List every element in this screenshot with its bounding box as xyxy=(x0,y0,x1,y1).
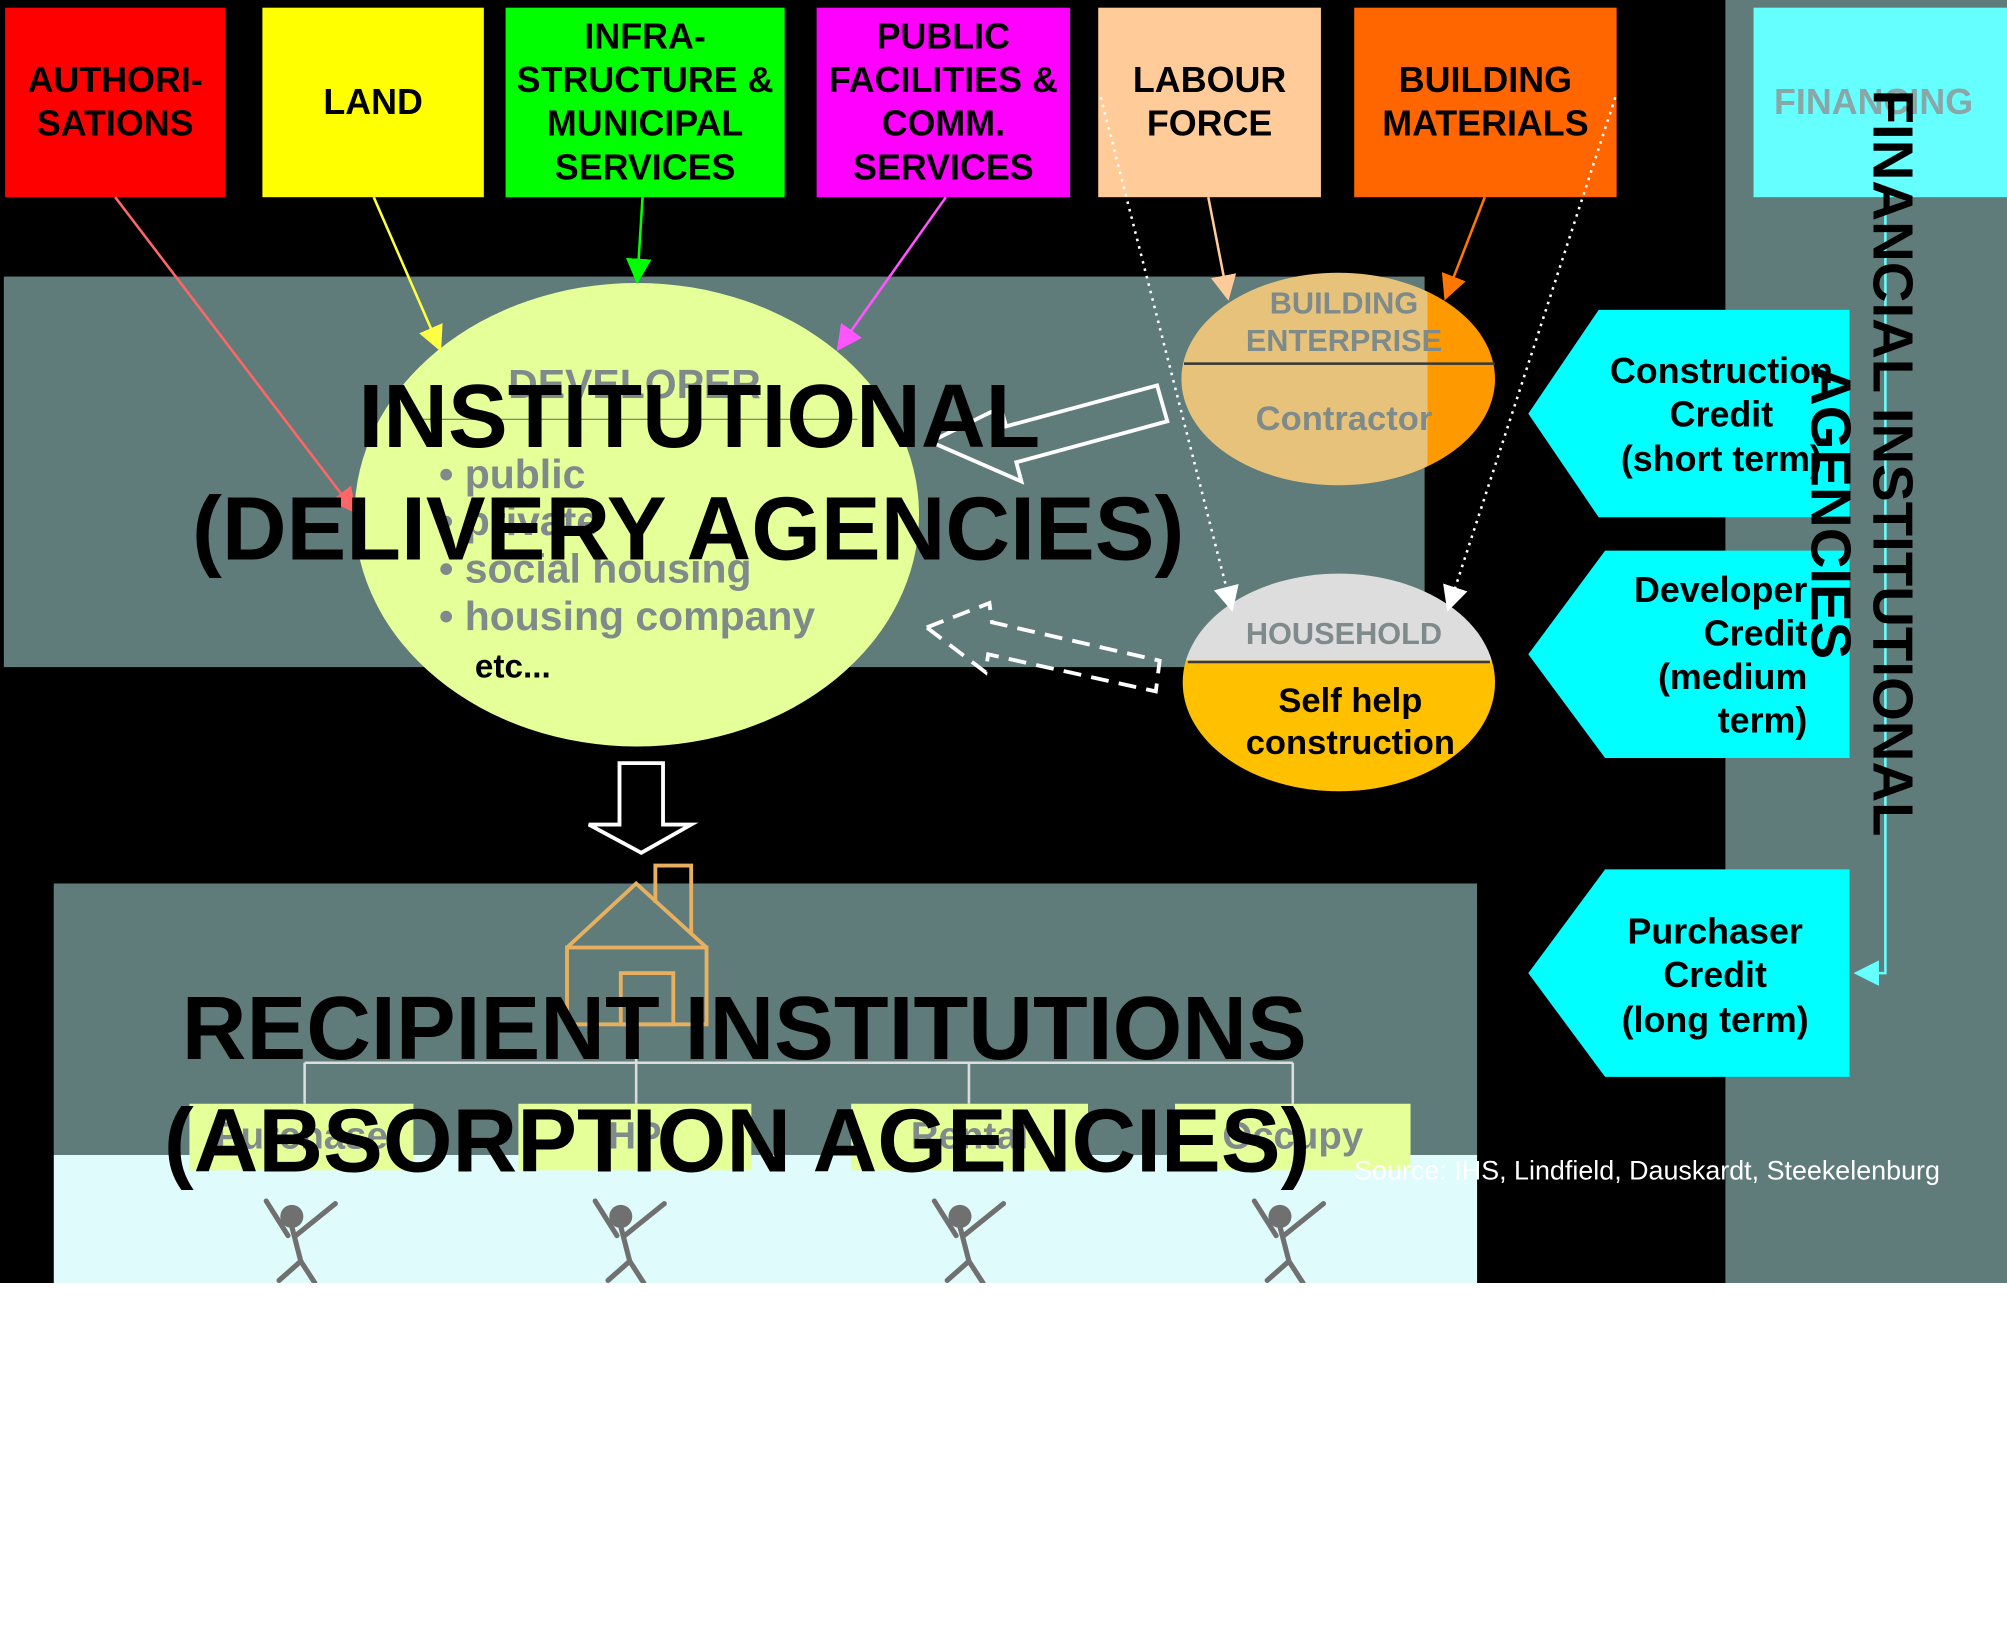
person-figure-3 xyxy=(931,1198,1007,1283)
arrow-public-facilities xyxy=(836,196,947,352)
building-enterprise-ellipse xyxy=(1181,272,1496,486)
developer-credit-label: Developer Credit (medium term) xyxy=(1634,569,1808,741)
tenure-occupy: Occupy xyxy=(1175,1103,1411,1171)
tenure-rental: Rental xyxy=(851,1103,1088,1171)
arrow-building-materials xyxy=(1441,196,1486,301)
construction-credit-label: Construction Credit (short term) xyxy=(1609,351,1833,479)
developer-item-public: • public xyxy=(439,450,586,497)
house-icon xyxy=(565,863,709,1027)
tenure-tree xyxy=(303,1024,1295,1104)
labour-force-box: LABOUR FORCE xyxy=(1098,7,1321,198)
person-figures xyxy=(263,1198,1327,1283)
authorisations-box: AUTHORI- SATIONS xyxy=(5,7,226,198)
connectors-layer xyxy=(114,96,1887,1283)
person-figure-2 xyxy=(592,1198,667,1283)
person-figure-4 xyxy=(1251,1198,1327,1283)
building-enterprise-sub: Contractor xyxy=(1255,398,1433,438)
public-facilities-box: PUBLIC FACILITIES & COMM. SERVICES xyxy=(816,7,1071,198)
developer-item-private: • private xyxy=(439,498,600,545)
household-title: HOUSEHOLD xyxy=(1245,617,1443,653)
purchaser-credit-label: Purchaser Credit (long term) xyxy=(1621,912,1809,1040)
building-enterprise-title: BUILDING ENTERPRISE xyxy=(1245,286,1443,359)
arrow-land xyxy=(372,196,443,352)
financing-box: FINANCING xyxy=(1753,7,2007,198)
arrow-labour-force xyxy=(1207,196,1237,301)
household-divider xyxy=(1187,660,1490,664)
developer-ellipse xyxy=(354,282,920,747)
contractor-to-developer-arrow xyxy=(925,383,1170,485)
dotted-arrow-labour-household xyxy=(1099,96,1239,612)
developer-credit-shape xyxy=(1528,550,1850,759)
infrastructure-box: INFRA- STRUCTURE & MUNICIPAL SERVICES xyxy=(505,7,785,198)
dotted-arrow-materials-household xyxy=(1443,96,1617,612)
source-note: Source: IHS, Lindfield, Dauskardt, Steek… xyxy=(1354,1156,1940,1186)
developer-to-recipient-arrow xyxy=(587,761,699,855)
household-sub: Self help construction xyxy=(1245,681,1456,762)
building-enterprise-divider xyxy=(1183,362,1496,365)
building-materials-box: BUILDING MATERIALS xyxy=(1354,7,1617,198)
developer-item-etc: etc... xyxy=(474,646,551,686)
construction-credit-shape xyxy=(1528,309,1850,518)
tenure-hp: HP xyxy=(518,1103,752,1171)
arrow-infrastructure xyxy=(625,197,652,285)
land-box: LAND xyxy=(262,7,484,198)
developer-item-social-housing: • social housing xyxy=(439,545,752,592)
developer-item-housing-company: • housing company xyxy=(439,592,816,639)
credit-shapes xyxy=(1528,309,1850,1077)
purchaser-credit-shape xyxy=(1528,869,1850,1077)
tenure-purchase: Purchase xyxy=(189,1103,414,1171)
diagram-canvas: AUTHORI- SATIONS LAND INFRA- STRUCTURE &… xyxy=(0,0,2007,1283)
developer-title: DEVELOPER xyxy=(508,361,761,408)
financing-connector xyxy=(1853,194,1887,986)
person-figure-1 xyxy=(263,1198,338,1283)
household-to-developer-arrow xyxy=(922,600,1162,694)
arrow-authorisations xyxy=(114,196,357,514)
developer-divider xyxy=(422,418,858,420)
